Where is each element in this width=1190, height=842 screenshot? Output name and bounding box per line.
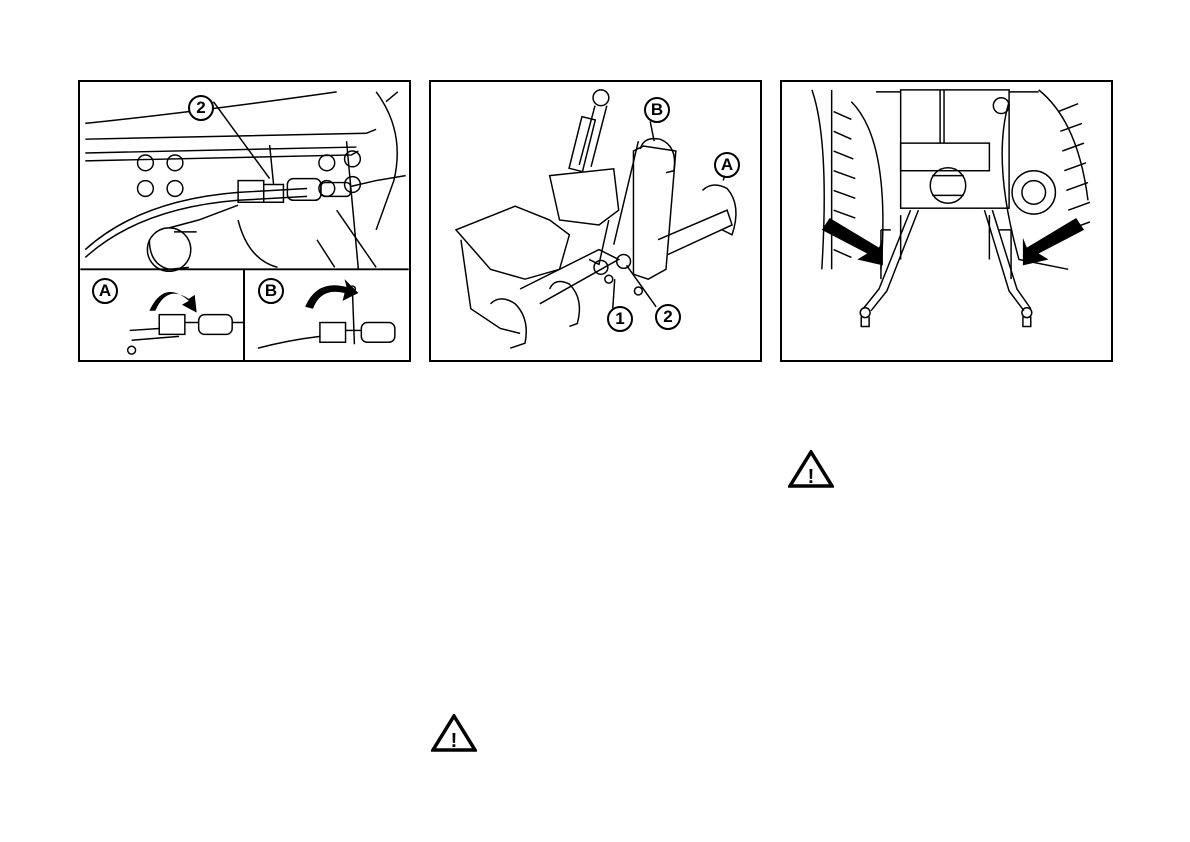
figure-hydraulic-valve: 2 A B <box>78 80 411 362</box>
svg-text:!: ! <box>451 730 458 752</box>
callout-b: B <box>258 278 284 304</box>
warning-triangle-icon: ! <box>788 450 834 488</box>
callout-a: A <box>714 152 740 178</box>
callout-b: B <box>644 97 670 123</box>
figure-lift-arms-hooks: B A 1 2 <box>429 80 762 362</box>
callout-1: 1 <box>607 306 633 332</box>
svg-text:!: ! <box>808 466 815 488</box>
callout-2: 2 <box>188 95 214 121</box>
valve-line-drawing <box>80 82 409 360</box>
figure-rear-view-tractor <box>780 80 1113 362</box>
rear-view-line-drawing <box>782 82 1111 360</box>
warning-triangle-icon: ! <box>431 714 477 752</box>
lift-arms-line-drawing <box>431 82 760 360</box>
callout-2: 2 <box>655 304 681 330</box>
callout-a: A <box>92 278 118 304</box>
